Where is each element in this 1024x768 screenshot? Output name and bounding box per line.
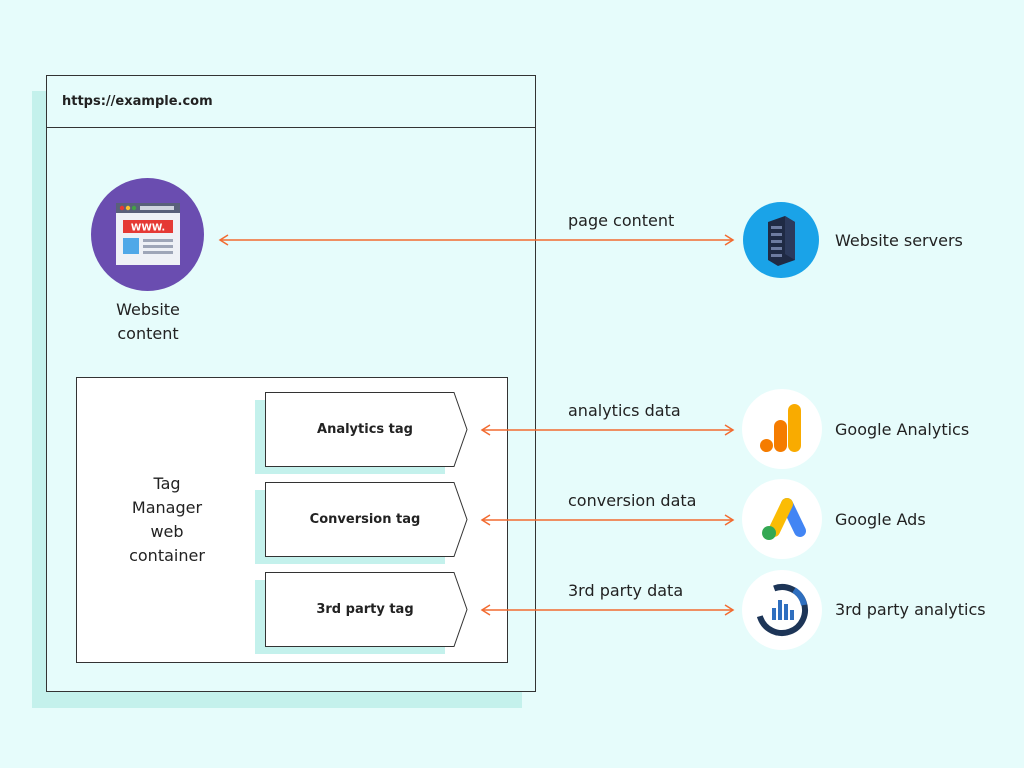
website-content-caption: Website content xyxy=(96,298,200,346)
third-party-data-arrow xyxy=(480,604,735,616)
tag-manager-label-line1: Tag xyxy=(153,474,181,493)
conversion-data-arrow xyxy=(480,514,735,526)
analytics-data-label: analytics data xyxy=(568,401,681,420)
page-content-arrow xyxy=(218,234,735,246)
page-content-label: page content xyxy=(568,211,675,230)
third-party-analytics-label: 3rd party analytics xyxy=(835,600,986,619)
server-icon xyxy=(743,202,819,278)
third-party-analytics-icon xyxy=(742,570,822,650)
analytics-tag-shape xyxy=(265,392,468,467)
conversion-data-label: conversion data xyxy=(568,491,697,510)
third-party-tag-shape xyxy=(265,572,468,647)
url-text: https://example.com xyxy=(62,94,213,109)
third-party-data-label: 3rd party data xyxy=(568,581,684,600)
google-analytics-label: Google Analytics xyxy=(835,420,970,439)
website-caption-line1: Website xyxy=(116,300,180,319)
analytics-tag-label: Analytics tag xyxy=(317,422,413,437)
www-icon-text: WWW. xyxy=(131,223,165,234)
tag-manager-label-line2: Manager xyxy=(131,498,203,517)
google-analytics-icon xyxy=(742,389,822,469)
analytics-data-arrow xyxy=(480,424,735,436)
tag-manager-label: Tag Manager web container xyxy=(108,472,226,568)
website-content-icon: WWW. xyxy=(91,178,204,291)
conversion-tag-label: Conversion tag xyxy=(309,512,421,527)
url-bar: https://example.com xyxy=(47,76,535,128)
website-servers-label: Website servers xyxy=(835,231,963,250)
tag-manager-label-line4: container xyxy=(129,546,205,565)
google-ads-label: Google Ads xyxy=(835,510,926,529)
google-ads-icon xyxy=(742,479,822,559)
third-party-tag-label: 3rd party tag xyxy=(316,602,414,617)
website-caption-line2: content xyxy=(117,324,179,343)
conversion-tag-shape xyxy=(265,482,468,557)
tag-manager-label-line3: web xyxy=(150,522,184,541)
